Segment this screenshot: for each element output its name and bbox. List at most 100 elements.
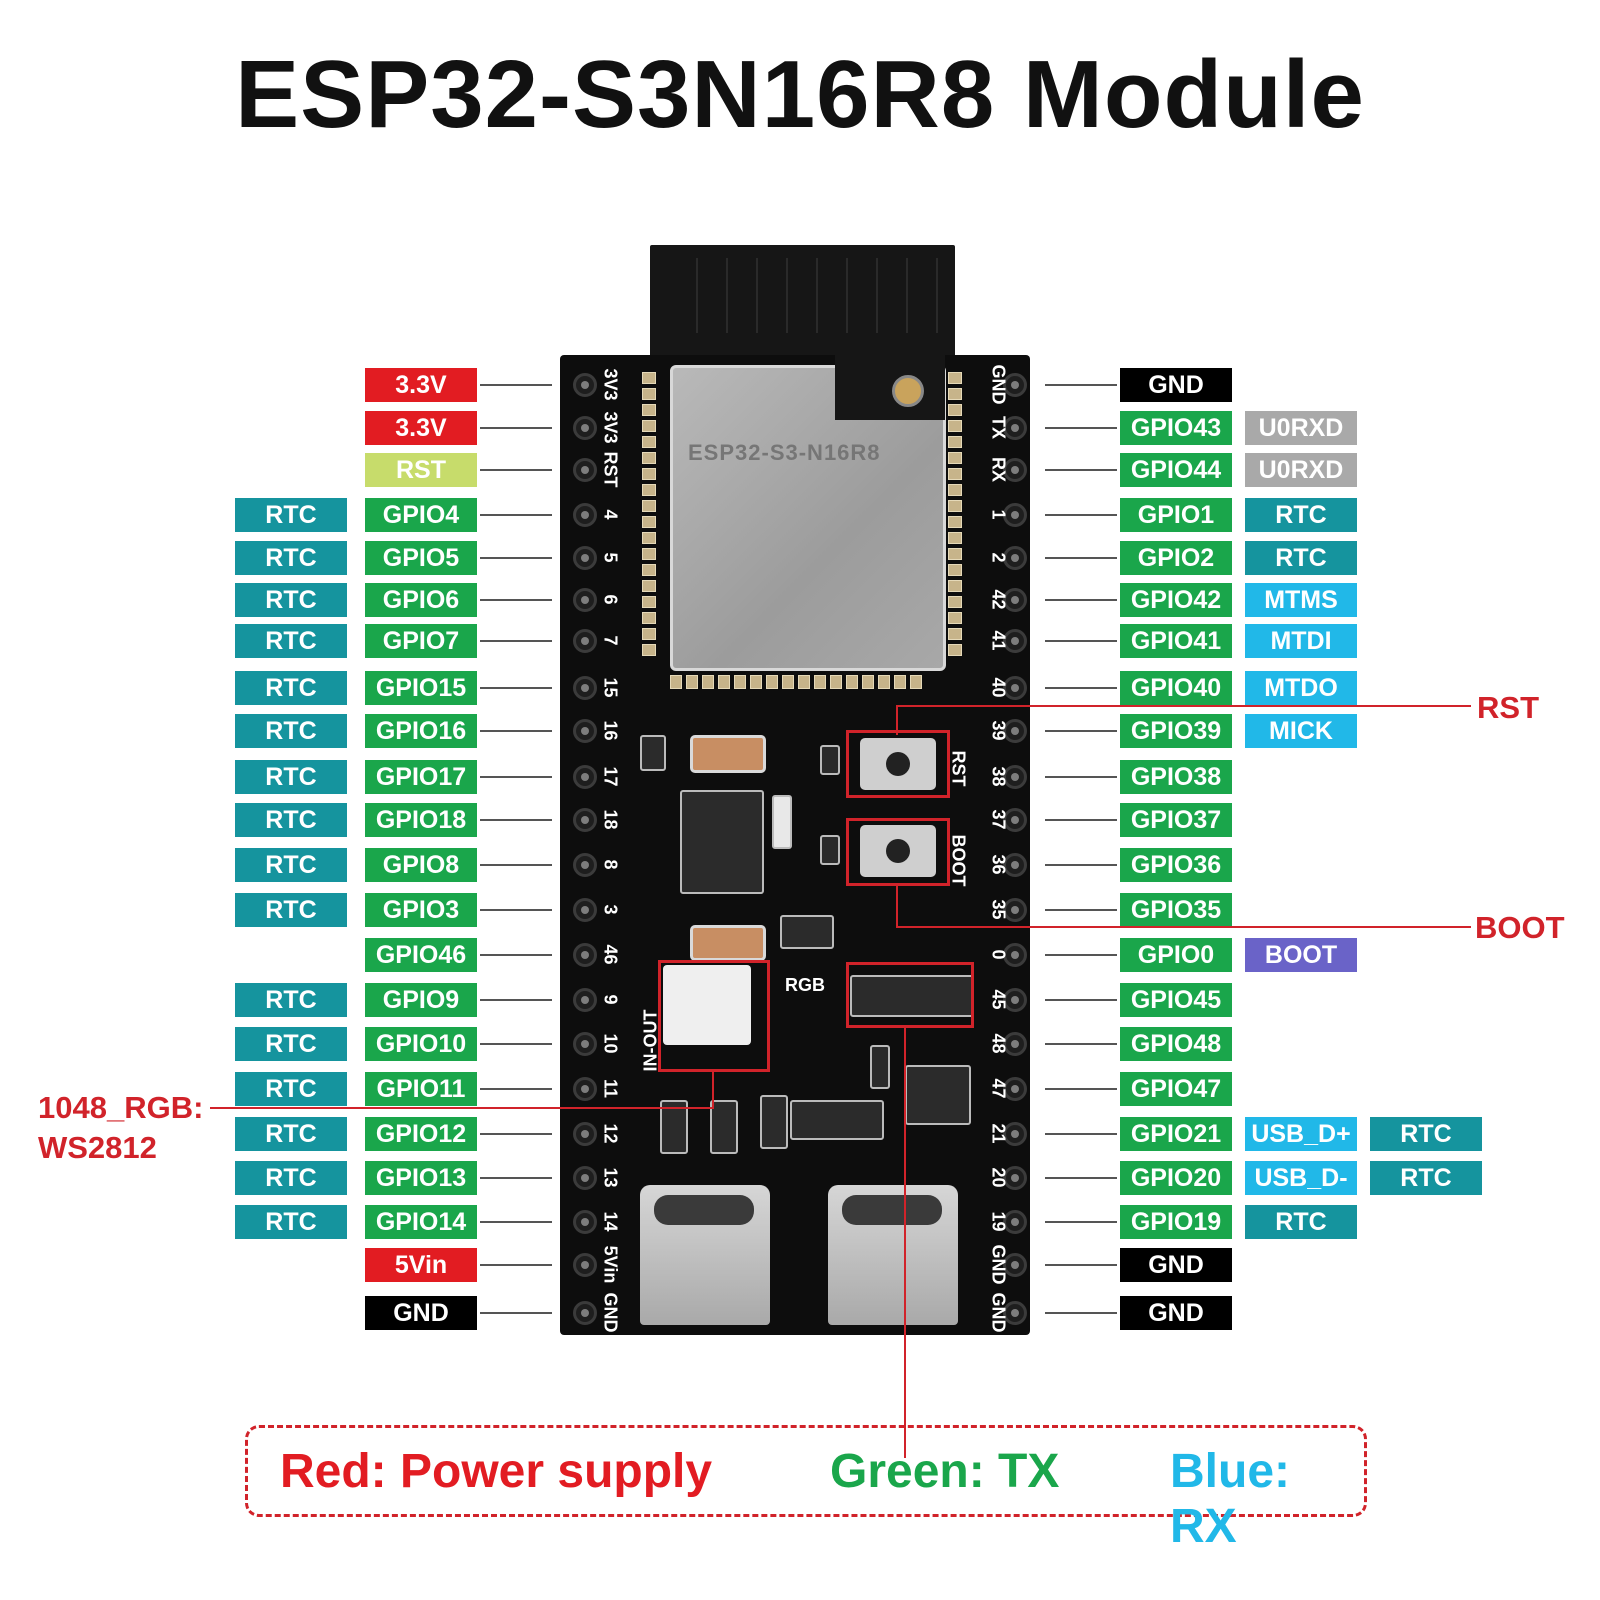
module-pad <box>862 675 874 689</box>
pin-label: GPIO3 <box>365 893 477 927</box>
header-pin <box>1003 458 1027 482</box>
smd-component <box>820 745 840 775</box>
boot-callout-line <box>896 885 898 927</box>
pin-label: GND <box>1120 368 1232 402</box>
pin-alt-label: RTC <box>235 624 347 658</box>
module-pad <box>642 452 656 464</box>
pin-alt-label: RTC <box>235 714 347 748</box>
pin-label: GPIO1 <box>1120 498 1232 532</box>
pin-leader-line <box>480 1312 552 1314</box>
header-pin <box>573 458 597 482</box>
module-pads-bottom <box>670 675 922 689</box>
module-pad <box>782 675 794 689</box>
header-pin <box>1003 1077 1027 1101</box>
silk-rst: RST <box>948 750 969 787</box>
header-pin <box>573 943 597 967</box>
module-pad <box>642 596 656 608</box>
pin-label: GPIO10 <box>365 1027 477 1061</box>
header-pin <box>1003 588 1027 612</box>
header-pin <box>573 373 597 397</box>
smd-component <box>870 1045 890 1089</box>
header-pin <box>573 503 597 527</box>
rgb-callout-label: 1048_RGB: <box>38 1090 204 1125</box>
module-pad <box>734 675 746 689</box>
module-pad <box>642 468 656 480</box>
smd-array <box>790 1100 884 1140</box>
usb-c-port-left[interactable] <box>640 1185 770 1325</box>
header-pin <box>1003 676 1027 700</box>
pin-label: GPIO17 <box>365 760 477 794</box>
module-pad <box>642 500 656 512</box>
pin-label: GPIO6 <box>365 583 477 617</box>
pin-label: GPIO45 <box>1120 983 1232 1017</box>
pin-alt-label: RTC <box>235 893 347 927</box>
pin-label: GPIO47 <box>1120 1072 1232 1106</box>
pin-leader-line <box>480 730 552 732</box>
legend-callout-line <box>904 1028 906 1458</box>
pin-label: GND <box>1120 1296 1232 1330</box>
pin-label: GPIO5 <box>365 541 477 575</box>
pin-leader-line <box>1045 1221 1117 1223</box>
pin-alt-label: BOOT <box>1245 938 1357 972</box>
rgb-resistors <box>850 975 974 1017</box>
diode <box>710 1100 738 1154</box>
pin-alt-label: U0RXD <box>1245 453 1357 487</box>
header-pin <box>1003 898 1027 922</box>
pin-alt-label: RTC <box>235 983 347 1017</box>
pin-leader-line <box>480 1088 552 1090</box>
header-pin <box>1003 629 1027 653</box>
rgb-resistor-highlight <box>846 962 974 1028</box>
pin-alt-label: RTC <box>1245 498 1357 532</box>
usb-c-port-right[interactable] <box>828 1185 958 1325</box>
header-pin <box>573 853 597 877</box>
rgb-led-highlight <box>658 960 770 1072</box>
rst-button[interactable] <box>860 738 936 790</box>
module-pads-right <box>948 372 962 656</box>
pin-alt-label: MTDI <box>1245 624 1357 658</box>
module-pad <box>830 675 842 689</box>
pin-leader-line <box>1045 384 1117 386</box>
pin-leader-line <box>1045 954 1117 956</box>
color-legend: Red: Power supply Green: TX Blue: RX <box>245 1425 1367 1553</box>
pin-alt-label: RTC <box>235 760 347 794</box>
capacitor <box>690 925 766 961</box>
header-pin <box>1003 853 1027 877</box>
pin-label: GND <box>1120 1248 1232 1282</box>
module-pad <box>948 612 962 624</box>
pin-alt-label: USB_D+ <box>1245 1117 1357 1151</box>
module-pad <box>686 675 698 689</box>
header-pin <box>573 808 597 832</box>
header-pin <box>573 1210 597 1234</box>
header-pin <box>573 1077 597 1101</box>
header-pin <box>1003 1210 1027 1234</box>
pin-alt-label: RTC <box>235 848 347 882</box>
antenna-connector-area <box>835 350 945 420</box>
boot-button[interactable] <box>860 825 936 877</box>
pin-label: GPIO12 <box>365 1117 477 1151</box>
pin-leader-line <box>480 384 552 386</box>
module-pad <box>642 612 656 624</box>
module-pad <box>910 675 922 689</box>
pin-label: RST <box>365 453 477 487</box>
legend-power: Red: Power supply <box>280 1445 713 1498</box>
module-pad <box>948 388 962 400</box>
header-pin <box>573 898 597 922</box>
pin-label: GND <box>365 1296 477 1330</box>
pin-leader-line <box>1045 864 1117 866</box>
module-pad <box>894 675 906 689</box>
smd-component <box>820 835 840 865</box>
pin-alt-label: RTC <box>235 1161 347 1195</box>
module-pad <box>642 516 656 528</box>
module-pad <box>642 484 656 496</box>
smd-array <box>780 915 834 949</box>
pin-label: GPIO44 <box>1120 453 1232 487</box>
module-pad <box>642 644 656 656</box>
header-pin <box>1003 373 1027 397</box>
pin-alt-label: MICK <box>1245 714 1357 748</box>
rst-callout-line <box>896 705 898 735</box>
module-pad <box>750 675 762 689</box>
voltage-regulator <box>680 790 764 894</box>
module-pad <box>948 436 962 448</box>
ufl-connector-icon <box>892 375 924 407</box>
module-pad <box>948 500 962 512</box>
